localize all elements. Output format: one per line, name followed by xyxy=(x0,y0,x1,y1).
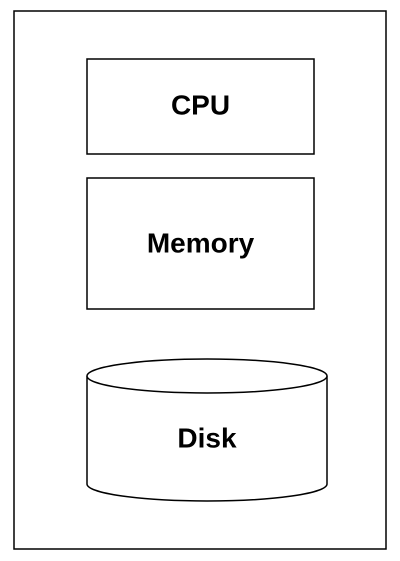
disk-cylinder-body xyxy=(86,376,328,502)
cpu-label: CPU xyxy=(171,89,230,120)
disk-component: Disk xyxy=(86,358,328,502)
memory-label: Memory xyxy=(147,227,255,258)
disk-label: Disk xyxy=(177,422,237,453)
memory-box xyxy=(86,177,315,310)
memory-component: Memory xyxy=(86,177,315,310)
disk-cylinder-top xyxy=(86,358,328,394)
cpu-component: CPU xyxy=(86,58,315,155)
cpu-box xyxy=(86,58,315,155)
